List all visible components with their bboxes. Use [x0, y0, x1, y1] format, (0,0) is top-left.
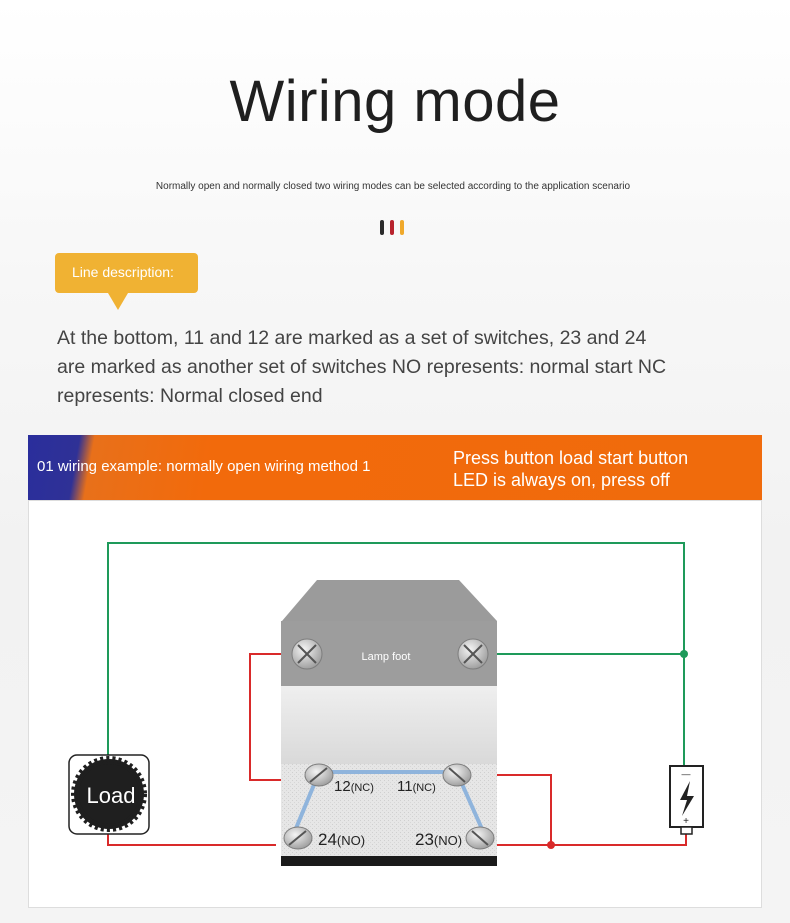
lamp-foot-label: Lamp foot — [362, 651, 411, 663]
lamp-head — [282, 580, 497, 621]
lamp-screw-left — [291, 638, 323, 670]
red-wire-11-to-23 — [458, 774, 552, 846]
description-text: At the bottom, 11 and 12 are marked as a… — [57, 327, 667, 407]
dot-black — [380, 220, 384, 235]
switch-body — [281, 686, 497, 764]
lamp-screw-right — [457, 638, 489, 670]
battery-plus: + — [683, 816, 689, 827]
load-component: Load — [68, 754, 150, 835]
banner-instruction-line-1: Press button load start button — [453, 448, 689, 468]
decorative-dots — [380, 220, 404, 235]
terminal-12-screw — [304, 763, 334, 787]
terminal-12-label: 12(NC) — [334, 778, 374, 795]
wiring-example-banner: 01 wiring example: normally open wiring … — [28, 435, 762, 500]
red-wire-load-to-24 — [107, 834, 276, 846]
load-label: Load — [87, 783, 136, 808]
terminal-11-label: 11(NC) — [397, 778, 436, 795]
callout-tail — [108, 293, 128, 310]
dot-red — [390, 220, 394, 235]
terminal-11-screw — [442, 763, 472, 787]
red-junction — [547, 841, 555, 849]
battery-minus: — — [682, 769, 691, 779]
red-wire-to-battery — [551, 834, 687, 846]
terminal-23-screw — [465, 826, 495, 850]
terminal-23-label: 23(NO) — [415, 830, 462, 849]
terminal-24-screw — [283, 826, 313, 850]
banner-instruction-line-2: LED is always on, press off — [453, 470, 670, 490]
line-description-callout: Line description: — [55, 253, 198, 293]
switch-base — [281, 856, 497, 866]
lightning-bolt — [680, 781, 694, 816]
banner-example-title: 01 wiring example: normally open wiring … — [37, 458, 371, 475]
page-title: Wiring mode — [229, 69, 561, 134]
banner-instructions: Press button load start button LED is al… — [453, 447, 753, 491]
green-junction — [680, 650, 688, 658]
red-wire-lamp-to-12 — [249, 653, 310, 781]
battery-icon: — + — [669, 765, 704, 835]
dot-yellow — [400, 220, 404, 235]
page-subtitle: Normally open and normally closed two wi… — [155, 181, 631, 192]
terminal-24-label: 24(NO) — [318, 830, 365, 849]
